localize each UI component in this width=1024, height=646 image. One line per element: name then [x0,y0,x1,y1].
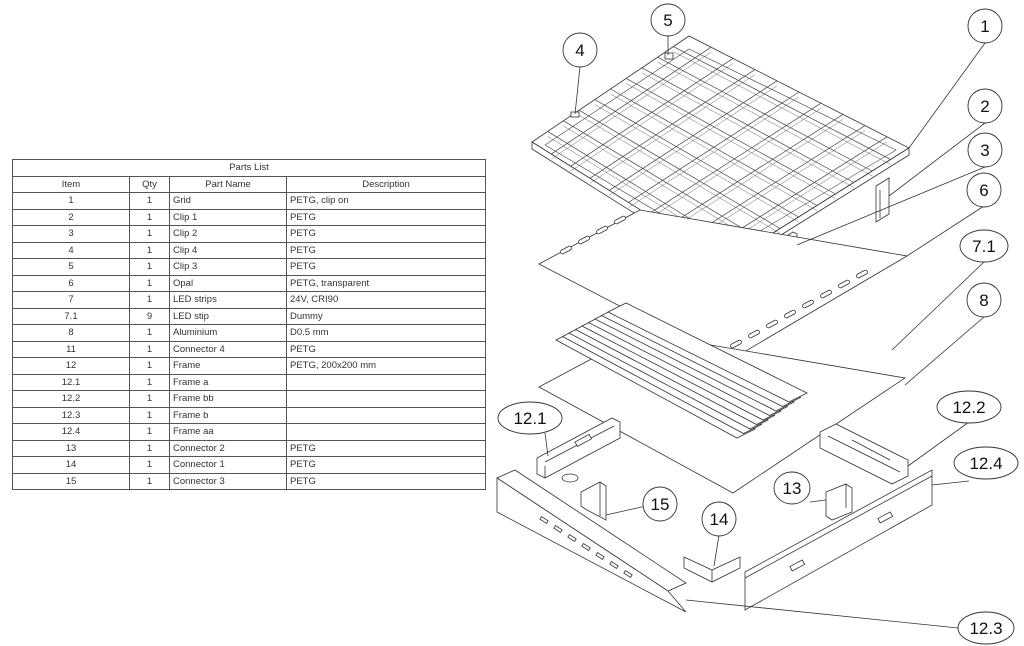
item-cell: 15 [12,472,130,490]
callout-bubble: 5 [650,3,686,37]
description-cell: PETG [285,340,487,358]
clip-2-part [875,177,890,223]
callout-bubble: 12.4 [953,446,1019,480]
frame-bb-part [819,423,909,485]
callout-label: 12.4 [969,454,1002,473]
callout-label: 7.1 [972,237,996,256]
led-strips-part [555,302,808,439]
callout-bubble: 3 [967,132,1003,168]
callout-bubble: 7.1 [959,229,1009,263]
connector-3-part [580,481,607,521]
callout-label: 3 [980,141,989,160]
callout-bubble: 12.3 [957,611,1015,645]
callout-label: 1 [980,17,989,36]
callout-label: 8 [979,291,988,310]
frame-aa-part [744,469,933,611]
callout-bubble: 6 [966,172,1002,208]
callout-bubble: 12.1 [497,401,563,435]
callout-bubble: 15 [642,486,678,522]
frame-a-part [536,417,621,483]
callout-bubble: 1 [967,8,1003,44]
parts-list-table: Parts List Item Qty Part Name Descriptio… [11,159,487,490]
connector-1-part [683,556,741,583]
part-name-cell: Connector 3 [169,472,287,490]
description-cell: PETG [285,472,487,490]
frame-b-part [496,469,687,613]
callout-bubble: 4 [562,32,598,68]
connector-2-part [825,483,853,521]
callout-label: 5 [663,11,672,30]
callout-label: 6 [979,181,988,200]
callout-label: 12.1 [513,409,546,428]
callout-label: 12.3 [969,619,1002,638]
callout-label: 2 [980,97,989,116]
callout-label: 4 [575,41,584,60]
callout-bubble: 2 [967,88,1003,124]
callout-label: 15 [651,495,670,514]
callout-bubble: 12.2 [936,390,1002,424]
callout-label: 12.2 [952,398,985,417]
callout-bubble: 13 [773,471,811,505]
callout-bubble: 14 [701,501,737,537]
callouts-layer: 1 2 3 4 5 6 7.1 8 12.1 12.2 12.3 12.4 13 14 15 [497,3,1019,645]
callout-bubble: 8 [966,282,1002,318]
callout-label: 13 [783,479,802,498]
callout-label: 14 [710,510,729,529]
